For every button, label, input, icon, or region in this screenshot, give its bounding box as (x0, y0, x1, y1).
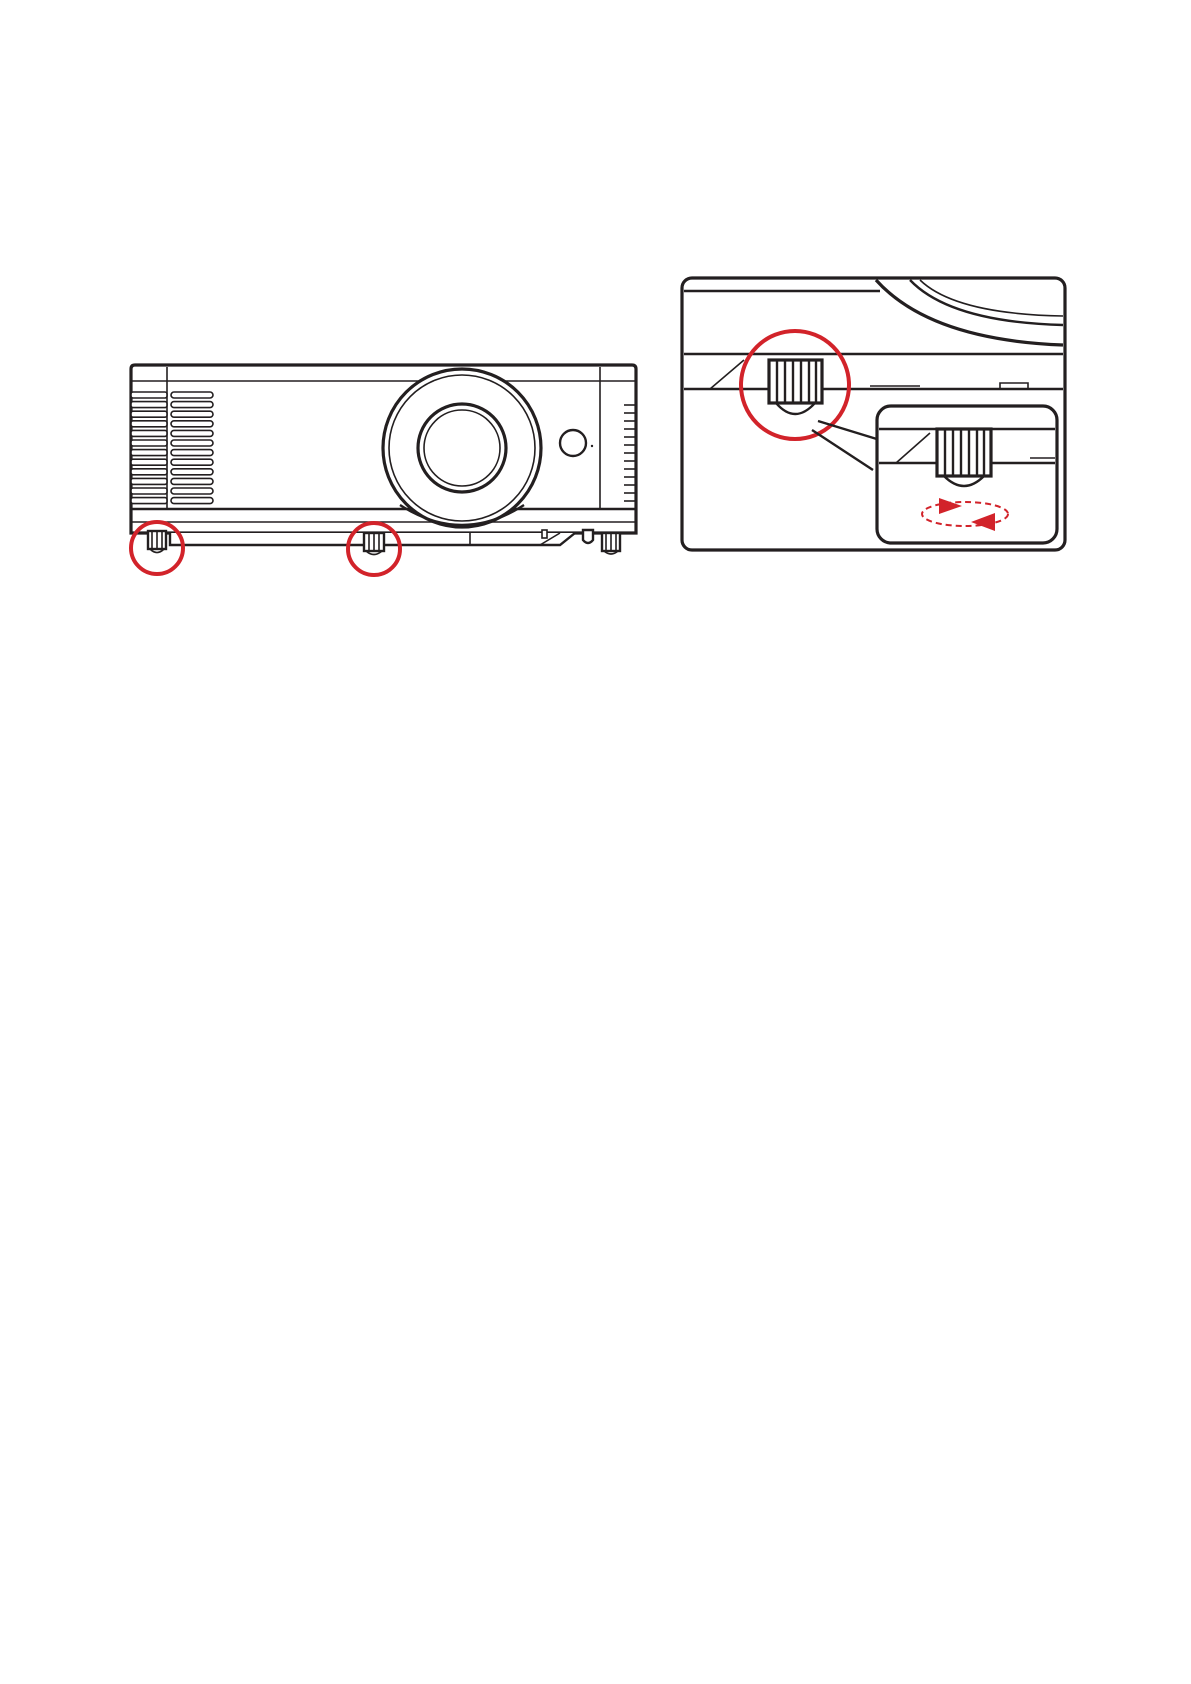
vent-slot (171, 430, 213, 436)
vent-slot (131, 478, 167, 484)
vent-slot (171, 411, 213, 417)
inset-box (877, 406, 1057, 543)
vent-slot (131, 450, 167, 456)
ir-sensor (560, 430, 586, 456)
inset-adjuster-foot (937, 429, 991, 486)
vent-slot (171, 478, 213, 484)
adjuster-foot-left (148, 531, 166, 553)
vent-slot (131, 469, 167, 475)
vent-slot (171, 450, 213, 456)
vent-slot (131, 440, 167, 446)
detail-view (682, 278, 1065, 550)
vent-slot (131, 459, 167, 465)
vent-slot (131, 430, 167, 436)
vent-slot (171, 421, 213, 427)
vent-slot (171, 488, 213, 494)
adjuster-foot-center (364, 533, 384, 555)
vent-slot (171, 459, 213, 465)
vent-slot (171, 469, 213, 475)
vent-slot (171, 402, 213, 408)
projector-front-view (131, 365, 636, 575)
lens-assembly (383, 369, 541, 527)
vent-slot (171, 498, 213, 504)
vent-slot (131, 411, 167, 417)
rear-foot-right (602, 533, 620, 554)
vent-slot (131, 402, 167, 408)
vent-slot (131, 498, 167, 504)
vent-slot (131, 392, 167, 398)
vent-slot (131, 488, 167, 494)
vent-slot (171, 440, 213, 446)
vent-slot (171, 392, 213, 398)
lens-ring-outer (383, 369, 541, 527)
vent-slot (131, 421, 167, 427)
